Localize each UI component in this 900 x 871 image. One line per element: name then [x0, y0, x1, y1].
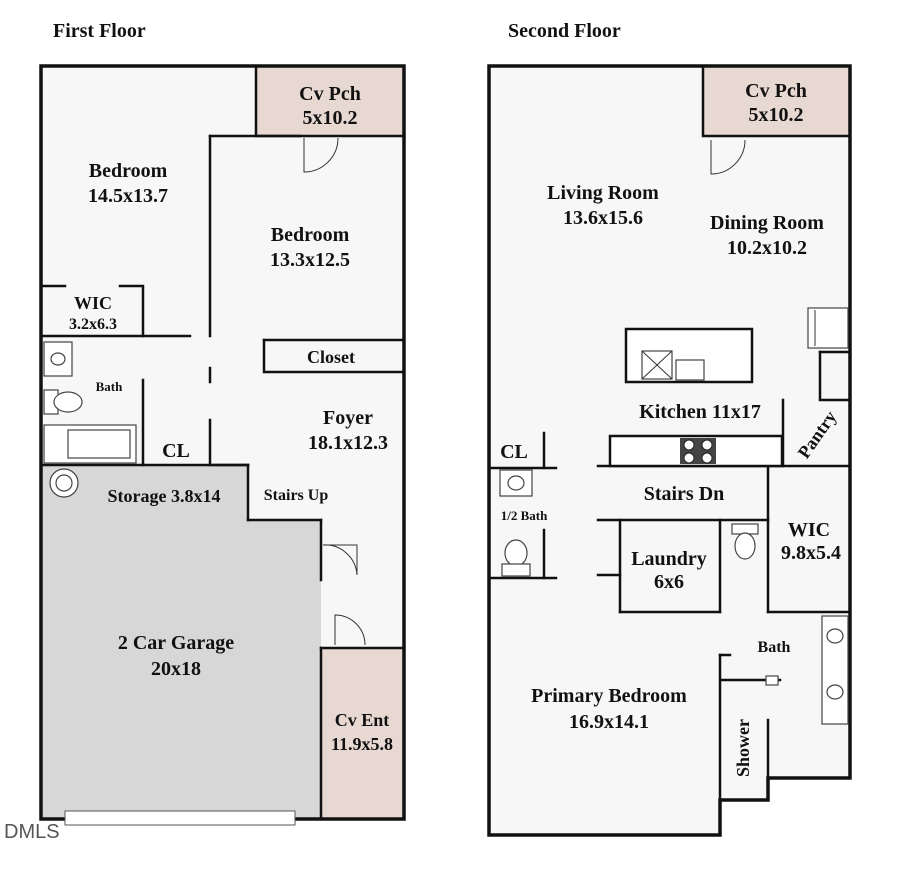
dining-room-name: Dining Room [710, 212, 824, 234]
kitchen-fixtures [608, 307, 849, 468]
labels: First Floor Second Floor Cv Pch 5x10.2 B… [4, 20, 841, 843]
stairs-dn-label: Stairs Dn [644, 483, 725, 505]
sink-icon [826, 684, 844, 700]
second-cv-pch-name: Cv Pch [745, 80, 807, 102]
primary-bedroom-size: 16.9x14.1 [569, 711, 649, 733]
first-cv-ent-fill [321, 648, 404, 819]
first-wic-name: WIC [74, 293, 112, 313]
second-cl-label: CL [500, 441, 528, 463]
first-cv-pch-size: 5x10.2 [303, 107, 358, 129]
bedroom-right-name: Bedroom [271, 224, 350, 246]
garage-fill [41, 465, 321, 819]
second-bath-label: Bath [758, 639, 791, 656]
cv-ent-name: Cv Ent [335, 710, 390, 730]
sink-icon [826, 628, 844, 644]
second-exterior-wall [487, 64, 852, 837]
dining-room-size: 10.2x10.2 [727, 237, 807, 259]
second-cv-pch-size: 5x10.2 [749, 104, 804, 126]
first-floor [39, 64, 406, 826]
living-room-name: Living Room [547, 182, 659, 204]
second-cv-pch-fill [703, 66, 850, 136]
second-floor [487, 64, 852, 837]
foyer-name: Foyer [323, 407, 373, 429]
kitchen-label: Kitchen 11x17 [639, 401, 761, 423]
foyer-size: 18.1x12.3 [308, 432, 388, 454]
shower-label: Shower [733, 719, 753, 777]
second-doors [710, 139, 746, 175]
closet-label: Closet [307, 347, 355, 367]
first-bath-label: Bath [96, 379, 124, 394]
first-wic-size: 3.2x6.3 [69, 316, 117, 333]
refrigerator-icon [807, 307, 849, 349]
bedroom-right-size: 13.3x12.5 [270, 249, 350, 271]
first-floor-title: First Floor [53, 20, 146, 42]
second-floor-title: Second Floor [508, 20, 621, 42]
primary-bedroom-name: Primary Bedroom [531, 685, 687, 707]
first-cv-pch-name: Cv Pch [299, 83, 361, 105]
garage-size: 20x18 [151, 658, 201, 680]
toilet-icon [504, 539, 528, 567]
laundry-size: 6x6 [654, 571, 684, 593]
first-bath-fixtures [43, 341, 137, 498]
bedroom-left-name: Bedroom [89, 160, 168, 182]
garage-door [64, 810, 296, 826]
stairs-up-label: Stairs Up [264, 487, 329, 504]
first-interior-walls [39, 64, 406, 821]
second-wic-name: WIC [788, 519, 830, 541]
second-bath-fixtures [499, 469, 849, 780]
first-cv-pch-fill [256, 66, 404, 136]
half-bath-label: 1/2 Bath [501, 508, 548, 523]
door-arc [710, 139, 746, 175]
sink-icon [675, 359, 705, 381]
first-cl-label: CL [162, 440, 190, 462]
cv-ent-size: 11.9x5.8 [331, 734, 393, 754]
bedroom-left-size: 14.5x13.7 [88, 185, 168, 207]
garage-name: 2 Car Garage [118, 632, 234, 654]
sink-icon [43, 341, 73, 377]
first-exterior-wall [39, 64, 406, 821]
living-room-size: 13.6x15.6 [563, 207, 643, 229]
shower-valve-icon [765, 675, 779, 686]
door-arc [334, 614, 366, 646]
first-doors [303, 137, 366, 646]
door-arc [322, 544, 358, 576]
laundry-name: Laundry [631, 548, 707, 570]
storage-label: Storage 3.8x14 [108, 486, 221, 506]
mls-watermark: DMLS [4, 821, 60, 843]
door-arc [303, 137, 339, 173]
second-wic-size: 9.8x5.4 [781, 542, 841, 564]
